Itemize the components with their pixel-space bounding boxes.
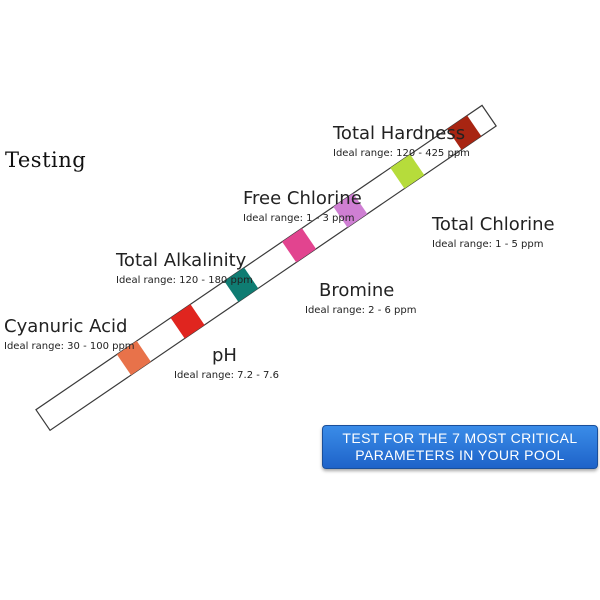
pad-bromine [282, 228, 317, 263]
pad-free-chlorine [333, 193, 368, 228]
pad-cyanuric-acid [116, 340, 151, 376]
total-chlorine-range: Ideal range: 1 - 5 ppm [432, 239, 544, 250]
label-total-alkalinity: Total Alkalinity Ideal range: 120 - 180 … [116, 250, 253, 287]
pad-total-chlorine [390, 154, 425, 189]
total-hardness-range: Ideal range: 120 - 425 ppm [333, 148, 470, 159]
banner-line-1: TEST FOR THE 7 MOST CRITICAL [342, 430, 578, 446]
ph-name: pH [212, 345, 237, 366]
cyanuric-acid-name: Cyanuric Acid [4, 316, 128, 337]
label-bromine: Bromine Ideal range: 2 - 6 ppm [305, 280, 416, 317]
label-total-hardness: Total Hardness Ideal range: 120 - 425 pp… [333, 123, 470, 160]
bromine-name: Bromine [319, 280, 395, 301]
pad-total-hardness [447, 115, 482, 150]
pad-total-alkalinity [224, 267, 259, 302]
pad-ph [170, 304, 205, 339]
testing-heading: Testing [5, 148, 87, 172]
label-ph: pH Ideal range: 7.2 - 7.6 [174, 345, 279, 382]
free-chlorine-range: Ideal range: 1 - 3 ppm [243, 213, 355, 224]
promo-banner: TEST FOR THE 7 MOST CRITICAL PARAMETERS … [322, 425, 598, 469]
total-hardness-name: Total Hardness [333, 123, 466, 144]
cyanuric-acid-range: Ideal range: 30 - 100 ppm [4, 341, 135, 352]
banner-line-2: PARAMETERS IN YOUR POOL [355, 447, 565, 463]
label-cyanuric-acid: Cyanuric Acid Ideal range: 30 - 100 ppm [4, 316, 135, 353]
bromine-range: Ideal range: 2 - 6 ppm [305, 305, 417, 316]
ph-range: Ideal range: 7.2 - 7.6 [174, 370, 279, 381]
label-total-chlorine: Total Chlorine Ideal range: 1 - 5 ppm [432, 214, 555, 251]
total-chlorine-name: Total Chlorine [432, 214, 555, 235]
strip-body [35, 104, 497, 432]
total-alkalinity-name: Total Alkalinity [116, 250, 247, 271]
free-chlorine-name: Free Chlorine [243, 188, 362, 209]
total-alkalinity-range: Ideal range: 120 - 180 ppm [116, 275, 253, 286]
label-free-chlorine: Free Chlorine Ideal range: 1 - 3 ppm [243, 188, 362, 225]
